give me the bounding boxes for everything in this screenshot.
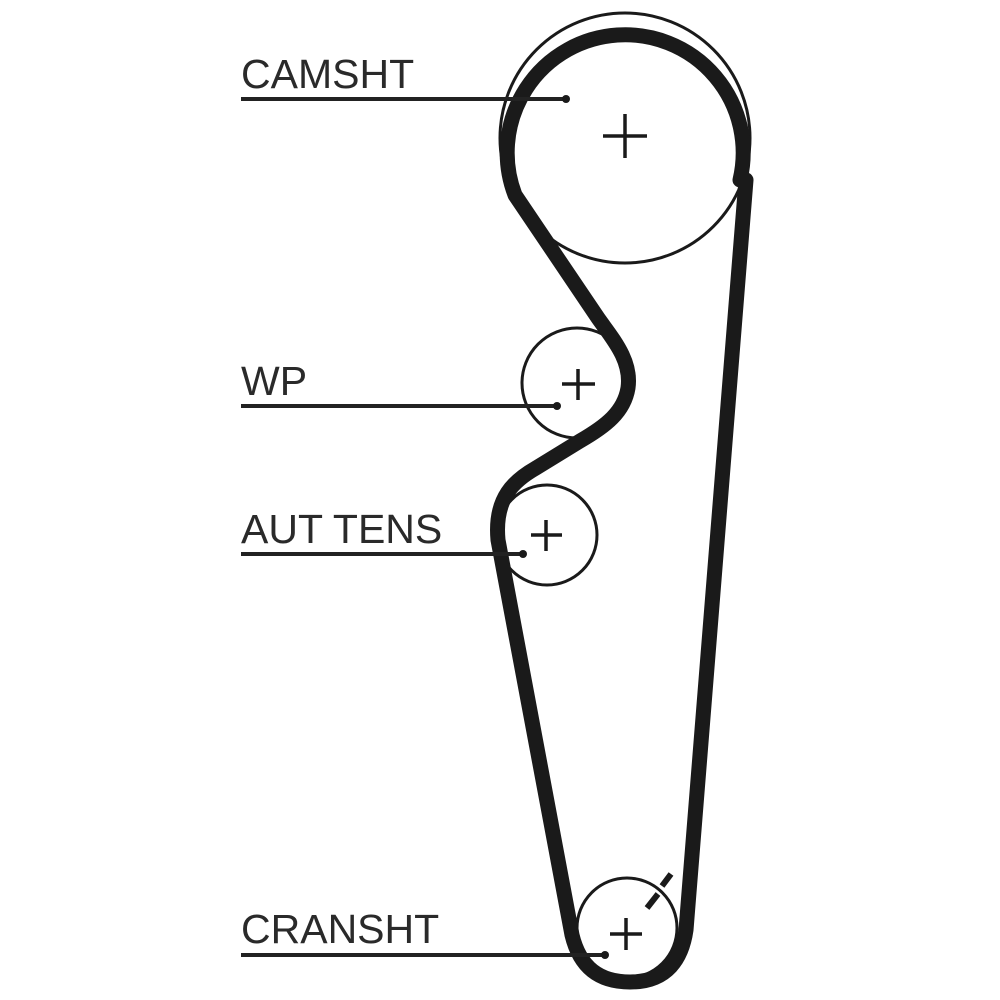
camshaft-pulley	[498, 11, 752, 265]
camshaft-callout: CAMSHT	[241, 51, 570, 103]
auto-tensioner-pulley	[495, 483, 599, 587]
water-pump-callout: WP	[241, 358, 561, 410]
water-pump-label: WP	[241, 358, 307, 404]
auto-tensioner-label: AUT TENS	[241, 506, 442, 552]
crankshaft-label: CRANSHT	[241, 906, 439, 952]
crankshaft-timing-mark	[644, 872, 674, 910]
crankshaft-callout: CRANSHT	[241, 906, 609, 959]
camshaft-label: CAMSHT	[241, 51, 414, 97]
auto-tensioner-callout: AUT TENS	[241, 506, 527, 558]
timing-belt	[490, 27, 754, 990]
